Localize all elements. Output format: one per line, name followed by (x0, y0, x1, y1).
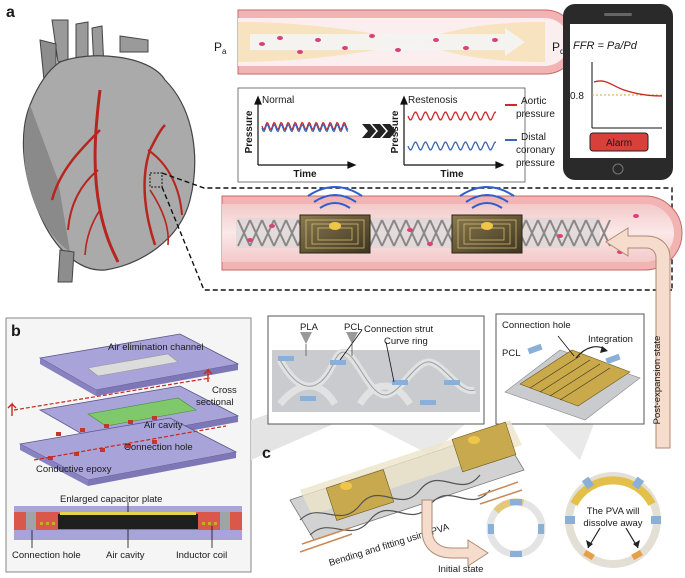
ylabel-normal: Pressure (244, 110, 255, 153)
conductive-epoxy-label: Conductive epoxy (36, 464, 112, 475)
curve-ring-label: Curve ring (384, 336, 428, 347)
panel-c-label: c (262, 445, 271, 462)
connection-strut-label: Connection strut (364, 324, 434, 335)
artery-diagram (237, 9, 578, 75)
xs-connection-hole-label: Connection hole (12, 550, 81, 561)
pd-label: Pd (552, 40, 564, 56)
xlabel-normal: Time (293, 169, 317, 180)
graph-normal-axes (254, 95, 357, 169)
initial-state-label: Initial state (438, 564, 483, 575)
pcl2-label: PCL (502, 348, 520, 359)
cross-section-diagram (14, 502, 242, 548)
post-expansion-arrow (605, 227, 671, 449)
rolled-stent (289, 420, 525, 553)
ylabel-restenosis: Pressure (390, 110, 401, 153)
legend-distal-3: pressure (516, 158, 555, 169)
threshold-label: 0.8 (570, 91, 584, 102)
integration-label: Integration (588, 334, 633, 345)
air-cavity-label: Air cavity (144, 420, 183, 431)
ffr-formula: FFR = Pa/Pd (573, 40, 638, 52)
panel-a-label: a (6, 4, 15, 21)
exploded-layers (7, 333, 240, 486)
normal-title: Normal (262, 95, 294, 106)
pva-label-1: The PVA will (587, 506, 640, 517)
connection-hole-label: Connection hole (124, 442, 193, 453)
stent-detail-drawing (272, 329, 480, 412)
legend-distal-1: Distal (521, 132, 546, 143)
pla-label: PLA (300, 322, 319, 333)
heart-illustration (22, 19, 196, 283)
xs-air-cavity-label: Air cavity (106, 550, 145, 561)
legend-aortic-2: pressure (516, 109, 555, 120)
initial-state-arrow (421, 499, 489, 567)
restenosis-aortic-wave (407, 111, 496, 121)
restenosis-distal-wave (407, 141, 496, 151)
pva-label-2: dissolve away (583, 518, 642, 529)
cross-sectional-2: sectional (196, 397, 234, 408)
pa-label: Pa (214, 40, 227, 56)
normal-distal-wave (261, 123, 349, 133)
chevrons-icon (362, 124, 396, 138)
enlarged-plate-label: Enlarged capacitor plate (60, 494, 162, 505)
xs-inductor-coil-label: Inductor coil (176, 550, 227, 561)
graph-restenosis-axes (400, 95, 505, 169)
restenosis-title: Restenosis (408, 95, 457, 106)
expanded-ring (565, 472, 661, 568)
cross-sectional-1: Cross (212, 385, 237, 396)
legend-aortic-1: Aortic (521, 96, 547, 107)
post-expansion-label: Post-expansion state (652, 336, 663, 425)
normal-aortic-wave (261, 121, 349, 131)
panel-b-label: b (11, 323, 21, 340)
integration-drawing (504, 335, 641, 421)
pressure-waves (261, 111, 496, 151)
stent-vessel (221, 186, 683, 271)
alarm-button[interactable]: Alarm (606, 138, 632, 149)
initial-ring (486, 498, 546, 558)
xlabel-restenosis: Time (440, 169, 464, 180)
legend-distal-2: coronary (516, 145, 555, 156)
smartphone (563, 4, 673, 180)
connection-hole-c-label: Connection hole (502, 320, 571, 331)
pcl-label: PCL (344, 322, 362, 333)
air-elimination-label: Air elimination channel (108, 342, 204, 353)
